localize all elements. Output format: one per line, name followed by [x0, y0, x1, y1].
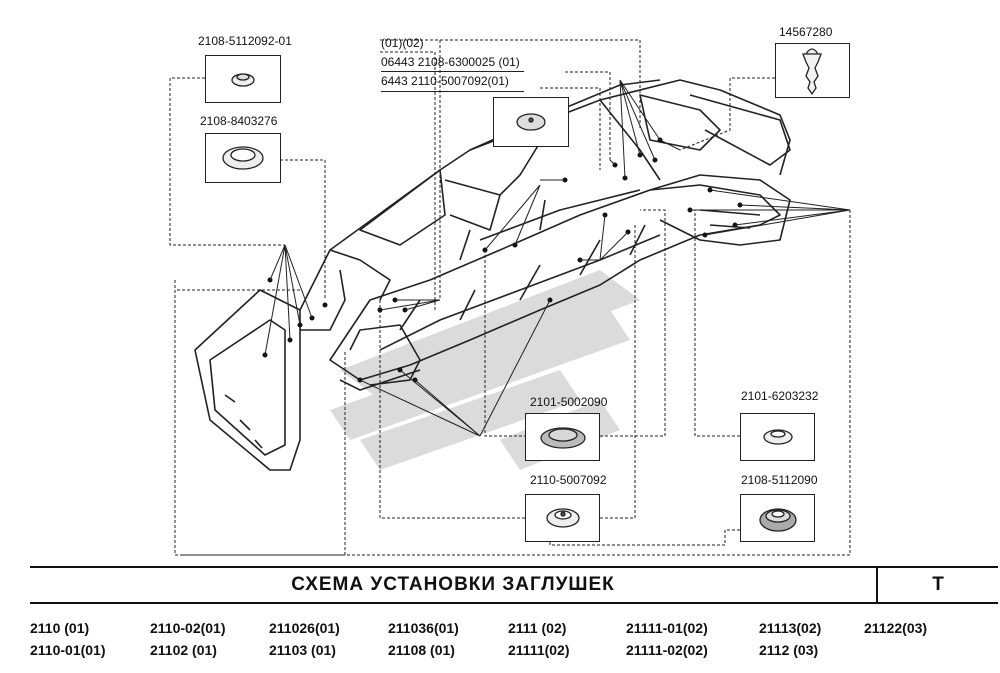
- part-code-label: 2101-5002090: [530, 395, 608, 409]
- model-item: 21108 (01): [388, 642, 455, 658]
- model-item: 2110-01(01): [30, 642, 106, 658]
- variant-codes: (01)(02): [381, 36, 424, 50]
- part-box-4: [525, 413, 600, 461]
- model-item: 21111-02(02): [626, 642, 708, 658]
- part-code-label: 2108-5112092-01: [198, 34, 292, 48]
- model-item: 2112 (03): [759, 642, 819, 658]
- model-item: 21122(03): [864, 620, 928, 636]
- model-item: 21111(02): [508, 642, 570, 658]
- part-reference-stack: (01)(02) 06443 2108-6300025 (01) 6443 21…: [381, 34, 524, 92]
- part-code-label: 2101-6203232: [741, 389, 819, 403]
- part-box-1: [205, 55, 281, 103]
- part-box-3: [775, 43, 850, 98]
- part-box-refs: [493, 97, 569, 147]
- part-code-label: 2108-5112090: [741, 473, 818, 487]
- title-bar: СХЕМА УСТАНОВКИ ЗАГЛУШЕК T: [30, 566, 998, 604]
- model-item: 211026(01): [269, 620, 340, 636]
- model-item: 211036(01): [388, 620, 459, 636]
- part-code-label: 14567280: [779, 25, 833, 39]
- callout-lines: [264, 79, 851, 437]
- model-item: 2110-02(01): [150, 620, 226, 636]
- reference-line-2: 6443 2110-5007092(01): [381, 72, 524, 92]
- car-body-outline: [194, 79, 791, 471]
- model-item: 2111 (02): [508, 620, 567, 636]
- part-code-label: 2110-5007092: [530, 473, 607, 487]
- model-item: 21102 (01): [150, 642, 217, 658]
- model-item: 21113(02): [759, 620, 822, 636]
- part-box-6: [525, 494, 600, 542]
- diagram-title: СХЕМА УСТАНОВКИ ЗАГЛУШЕК: [291, 574, 615, 595]
- model-item: 21111-01(02): [626, 620, 708, 636]
- section-code: T: [932, 574, 944, 595]
- leader-lines: [169, 39, 851, 556]
- part-code-label: 2108-8403276: [200, 114, 278, 128]
- model-list: 2110 (01) 2110-02(01) 211026(01) 211036(…: [30, 618, 998, 666]
- part-box-7: [740, 494, 815, 542]
- model-item: 2110 (01): [30, 620, 90, 636]
- reference-line-1: 06443 2108-6300025 (01): [381, 53, 524, 73]
- part-box-2: [205, 133, 281, 183]
- part-box-5: [740, 413, 815, 461]
- title-separator: [876, 568, 878, 602]
- model-item: 21103 (01): [269, 642, 336, 658]
